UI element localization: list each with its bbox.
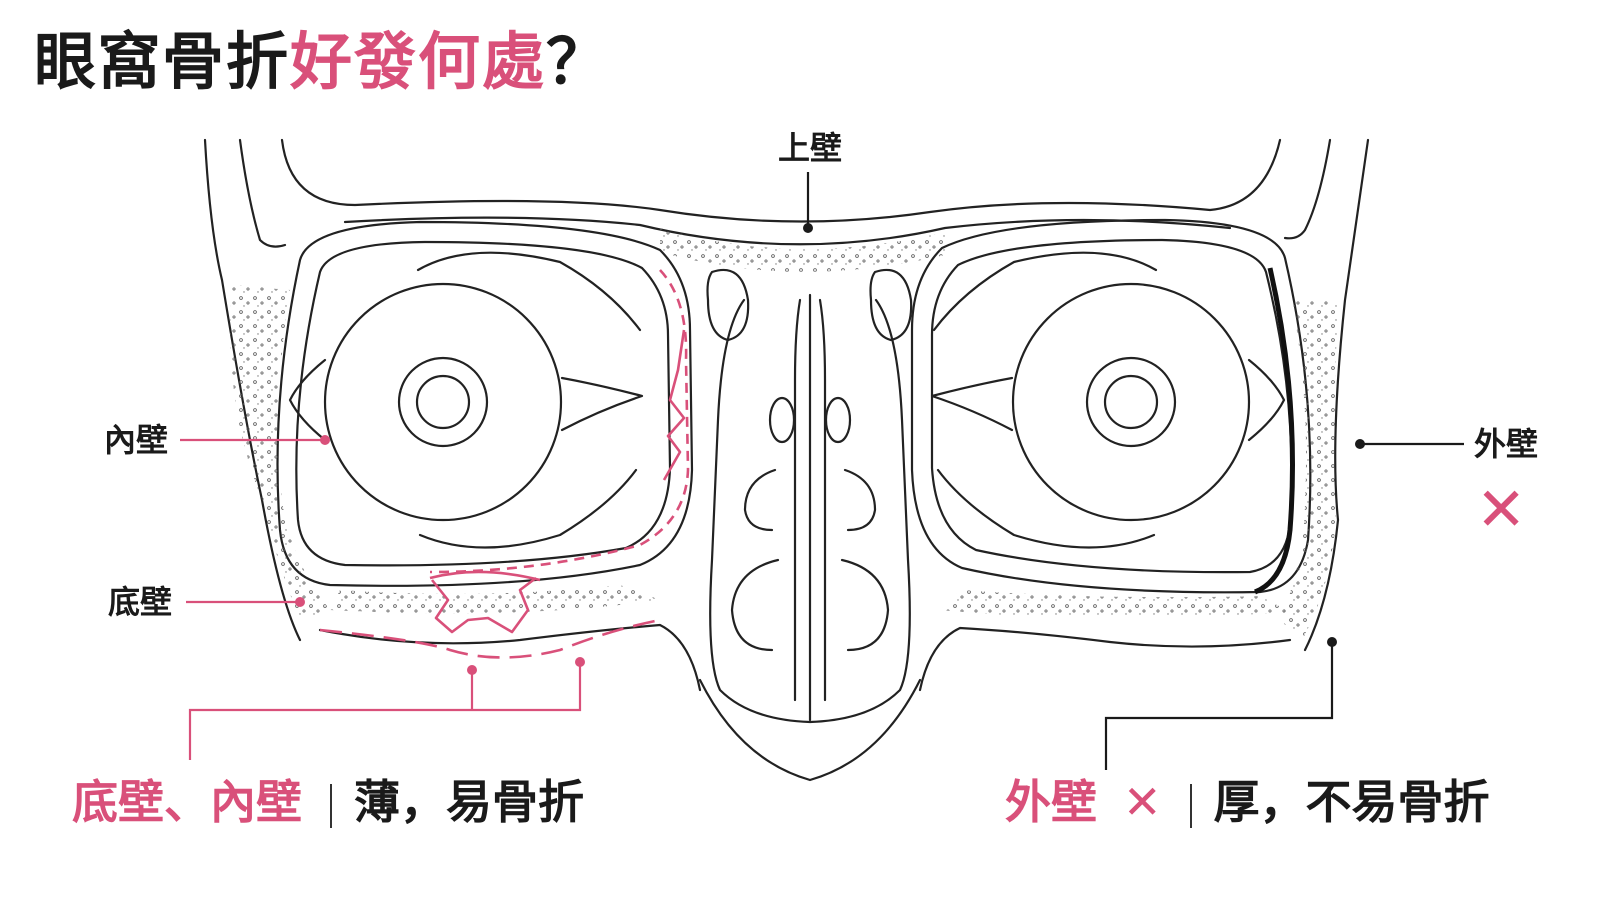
bracket-dot-left (467, 665, 477, 675)
caption-right-desc: 厚，不易骨折 (1213, 775, 1490, 829)
caption-left-highlight: 底壁、內壁 (72, 775, 302, 829)
lateral-wall-x-icon: ✕ (1476, 475, 1527, 545)
nasal-floor (698, 678, 922, 782)
frontal-sinus-left (706, 268, 750, 342)
title-highlight: 好發何處 (290, 25, 547, 98)
skull-outline-right (1303, 138, 1370, 652)
left-muscle-upper (416, 251, 642, 332)
medial-wall-dot (320, 435, 330, 445)
left-muscle-lower (418, 468, 638, 549)
left-iris-outer (397, 356, 489, 448)
right-eyeball (1011, 282, 1251, 522)
skull-inner-left (238, 138, 287, 248)
maxilla-left (318, 623, 702, 692)
caption-left: 底壁、內壁薄，易骨折 (72, 772, 584, 832)
medial-wall-fracture-zigzag (662, 329, 686, 481)
skull-inner-right (1283, 138, 1332, 240)
right-iris-outer (1085, 356, 1177, 448)
left-iris-inner (415, 374, 471, 430)
superior-wall-line (280, 138, 1282, 223)
caption-right-divider (1189, 783, 1192, 828)
lateral-wall-dot (1355, 439, 1365, 449)
label-medial-wall: 內壁 (104, 421, 169, 459)
left-muscle-lateral (288, 358, 327, 442)
bone-texture (230, 228, 1338, 640)
bracket-dot-right (575, 657, 585, 667)
caption-right: 外壁 ✕ 厚，不易骨折 (1005, 772, 1490, 832)
left-orbit-inner-rim (295, 240, 672, 567)
nasal-cavity-outline (709, 298, 911, 724)
caption-right-x-icon: ✕ (1123, 775, 1162, 829)
right-orbit-inner-rim (930, 238, 1293, 574)
turbinate-left-upper (743, 468, 777, 532)
title-main: 眼窩骨折 (34, 25, 291, 98)
label-floor-wall: 底壁 (108, 583, 173, 621)
turbinate-right-upper (843, 468, 877, 532)
right-iris-inner (1103, 374, 1159, 430)
floor-fracture-top (429, 570, 541, 582)
floor-wall-dot (295, 597, 305, 607)
superior-wall-inner (343, 216, 1232, 246)
medial-wall-fracture-dashed (429, 269, 690, 574)
left-orbit-rim (276, 220, 694, 587)
caption-left-desc: 薄，易骨折 (354, 775, 584, 829)
bottom-left-bracket (188, 662, 582, 760)
right-muscle-lower (936, 468, 1156, 549)
nasal-septum-left (793, 298, 802, 702)
floor-fracture-dashed (319, 618, 661, 659)
nasal-septum-right (818, 298, 827, 702)
ethmoid-cell-right (824, 396, 852, 444)
floor-fracture-zigzag (430, 576, 537, 634)
label-lateral-wall: 外壁 (1474, 425, 1539, 463)
turbinate-left-lower (730, 558, 780, 652)
caption-left-divider (330, 783, 332, 828)
right-muscle-lateral (1247, 358, 1286, 442)
title-question-mark: ？ (546, 25, 611, 98)
bottom-right-bracket (1104, 642, 1334, 770)
label-superior-wall: 上壁 (778, 129, 843, 167)
left-eyeball (323, 282, 563, 522)
frontal-sinus-right (869, 268, 913, 342)
turbinate-right-lower (840, 558, 890, 652)
right-muscle-medial (930, 376, 1014, 432)
lateral-wall-highlight (1253, 267, 1295, 595)
caption-right-highlight: 外壁 (1005, 775, 1097, 829)
maxilla-right (918, 626, 1292, 692)
page-title: 眼窩骨折好發何處？ (34, 22, 610, 102)
right-orbit-rim (910, 218, 1312, 594)
right-muscle-upper (932, 251, 1158, 332)
superior-wall-dot (803, 223, 813, 233)
ethmoid-cell-left (768, 396, 796, 444)
left-muscle-medial (560, 376, 644, 432)
bracket-dot-lateral (1327, 637, 1337, 647)
